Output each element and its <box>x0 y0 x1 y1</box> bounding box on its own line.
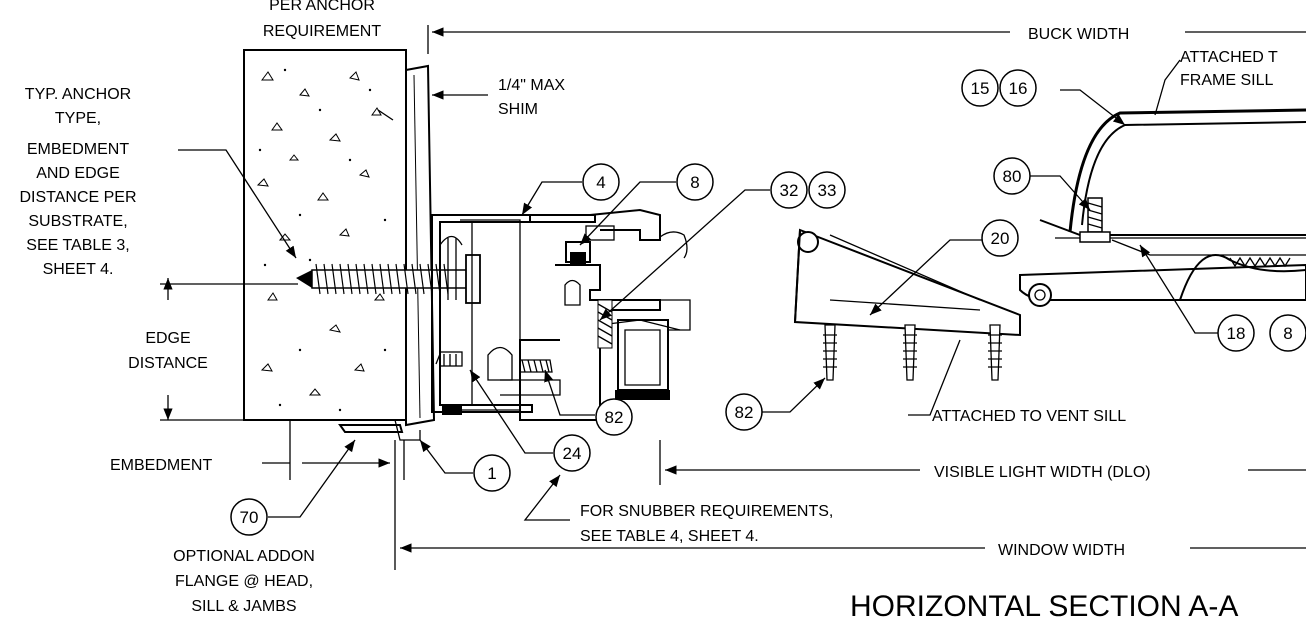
edge-distance-line2: DISTANCE <box>128 355 208 372</box>
visible-light-width-label: VISIBLE LIGHT WIDTH (DLO) <box>934 464 1151 481</box>
anchor-note-line5: DISTANCE PER <box>19 189 136 206</box>
embedment-label: EMBEDMENT <box>110 457 212 474</box>
callout-82-frame-text: 82 <box>605 408 624 427</box>
callout-8-right: 8 <box>1269 314 1306 352</box>
callout-82-frame: 82 <box>595 398 633 436</box>
callout-33: 33 <box>808 171 846 209</box>
attached-frame-line1: ATTACHED T <box>1180 49 1278 66</box>
callout-16-text: 16 <box>1009 79 1028 98</box>
callout-18: 18 <box>1217 314 1255 352</box>
anchor-screw <box>296 254 481 304</box>
shim-label-line1: 1/4" MAX <box>498 77 565 94</box>
callout-15: 15 <box>961 69 999 107</box>
callout-80: 80 <box>993 157 1031 195</box>
callout-20: 20 <box>981 219 1019 257</box>
callout-24: 24 <box>553 434 591 472</box>
concrete-substrate <box>243 49 407 421</box>
callout-32-text: 32 <box>780 181 799 200</box>
callout-33-text: 33 <box>818 181 837 200</box>
buck-width-label: BUCK WIDTH <box>1028 26 1129 43</box>
callout-82-left: 82 <box>725 393 763 431</box>
snubber-note-line2: SEE TABLE 4, SHEET 4. <box>580 528 759 545</box>
callout-4-text: 4 <box>596 173 605 192</box>
callout-1: 1 <box>473 454 511 492</box>
section-title: HORIZONTAL SECTION A-A <box>850 590 1238 623</box>
window-width-label: WINDOW WIDTH <box>998 542 1125 559</box>
attached-frame-line2: FRAME SILL <box>1180 72 1273 89</box>
anchor-note-line2: TYPE, <box>55 110 101 127</box>
callout-8-text: 8 <box>690 173 699 192</box>
callout-8-right-text: 8 <box>1283 324 1292 343</box>
callout-20-text: 20 <box>991 229 1010 248</box>
callout-80-text: 80 <box>1003 167 1022 186</box>
anchor-note-line3: EMBEDMENT <box>27 141 129 158</box>
callout-70-text: 70 <box>240 508 259 527</box>
callout-16: 16 <box>999 69 1037 107</box>
callout-32: 32 <box>770 171 808 209</box>
callout-18-text: 18 <box>1227 324 1246 343</box>
leader-lines <box>178 59 1218 521</box>
callout-8: 8 <box>676 163 714 201</box>
flange-note-line1: OPTIONAL ADDON <box>173 548 315 565</box>
dimension-lines <box>160 25 1306 570</box>
callout-82-left-text: 82 <box>735 403 754 422</box>
shim-buck <box>405 64 436 427</box>
shim-label-line2: SHIM <box>498 101 538 118</box>
callout-4: 4 <box>582 163 620 201</box>
anchor-note-line8: SHEET 4. <box>43 261 114 278</box>
callout-70: 70 <box>230 498 268 536</box>
anchor-note-line1: TYP. ANCHOR <box>25 86 131 103</box>
anchor-note-line6: SUBSTRATE, <box>28 213 127 230</box>
frame-screw <box>435 351 553 373</box>
anchor-requirement-line1: PER ANCHOR <box>269 0 375 14</box>
flange-note-line3: SILL & JAMBS <box>191 598 296 615</box>
snubber-note-line1: FOR SNUBBER REQUIREMENTS, <box>580 503 833 520</box>
vent-hardware <box>793 228 1306 381</box>
callout-1-text: 1 <box>487 464 496 483</box>
anchor-requirement-line2: REQUIREMENT <box>263 23 381 40</box>
frame-sill-cover <box>1039 108 1306 256</box>
callout-15-text: 15 <box>971 79 990 98</box>
callout-24-text: 24 <box>563 444 582 463</box>
text-labels: PER ANCHOR REQUIREMENT BUCK WIDTH ATTACH… <box>19 0 1278 623</box>
attached-vent-sill-label: ATTACHED TO VENT SILL <box>932 408 1126 425</box>
flange-note-line2: FLANGE @ HEAD, <box>175 573 313 590</box>
anchor-note-line4: AND EDGE <box>36 165 120 182</box>
edge-distance-line1: EDGE <box>145 330 190 347</box>
anchor-note-line7: SEE TABLE 3, <box>26 237 129 254</box>
